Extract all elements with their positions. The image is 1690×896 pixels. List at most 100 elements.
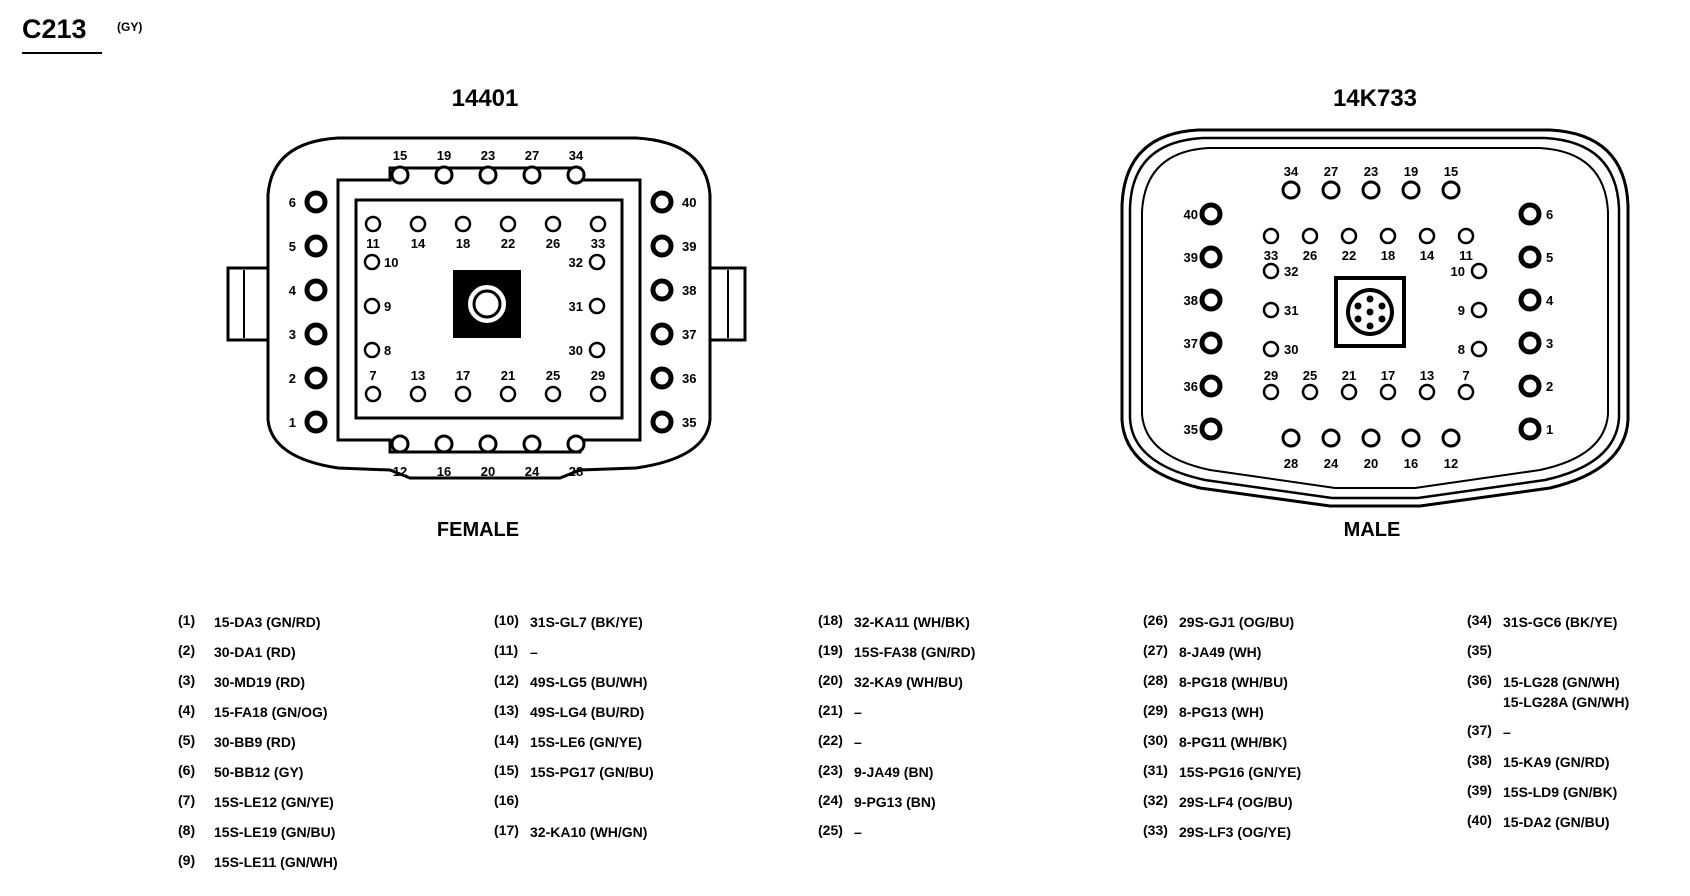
pin-label: 15 (393, 148, 407, 163)
pin-circle (650, 366, 674, 390)
pin-circle (304, 366, 328, 390)
pin-number: (29) (1143, 702, 1168, 718)
wire-code: 50-BB12 (GY) (214, 764, 304, 780)
pin-label: 31 (569, 299, 583, 314)
pin-label: 22 (1342, 248, 1356, 263)
pin-circle (588, 253, 606, 271)
pin-number: (22) (818, 732, 843, 748)
pin-number: (11) (494, 642, 519, 658)
pin-circle (1361, 180, 1381, 200)
pin-number: (25) (818, 822, 843, 838)
pin-circle (434, 434, 454, 454)
female-inner-frame (336, 166, 642, 454)
pin-label: 12 (393, 464, 407, 479)
pin-circle (1518, 417, 1542, 441)
pin-label: 19 (1404, 164, 1418, 179)
wire-code: 15S-LD9 (GN/BK) (1503, 784, 1618, 800)
pin-circle (1518, 202, 1542, 226)
pin-label: 33 (591, 236, 605, 251)
pin-number: (26) (1143, 612, 1168, 628)
pin-circle (589, 215, 607, 233)
pin-label: 29 (591, 368, 605, 383)
pin-label: 6 (289, 195, 296, 210)
pin-number: (33) (1143, 822, 1168, 838)
wire-code: 30-DA1 (RD) (214, 644, 296, 660)
pin-label: 28 (569, 464, 583, 479)
pin-label: 16 (1404, 456, 1418, 471)
pin-circle (1199, 374, 1223, 398)
pin-number: (5) (178, 732, 196, 748)
pin-label: 13 (411, 368, 425, 383)
wire-code: 15S-FA38 (GN/RD) (854, 644, 976, 660)
pin-label: 4 (289, 283, 297, 298)
pin-label: 39 (682, 239, 696, 254)
pin-label: 20 (1364, 456, 1378, 471)
pin-circle (304, 410, 328, 434)
wire-code: 15-DA3 (GN/RD) (214, 614, 321, 630)
pin-circle (1379, 227, 1397, 245)
pin-label: 15 (1444, 164, 1458, 179)
wire-code: 29S-GJ1 (OG/BU) (1179, 614, 1295, 630)
pin-number: (7) (178, 792, 196, 808)
pin-circle (1401, 428, 1421, 448)
pin-number: (39) (1467, 782, 1492, 798)
pin-number: (24) (818, 792, 843, 808)
pin-label: 14 (411, 236, 426, 251)
pin-circle (304, 278, 328, 302)
wire-code: 49S-LG5 (BU/WH) (530, 674, 648, 690)
wire-code: 15S-LE6 (GN/YE) (530, 734, 643, 750)
pin-circle (1262, 301, 1280, 319)
pin-label: 24 (525, 464, 540, 479)
pin-label: 26 (546, 236, 560, 251)
pin-number: (27) (1143, 642, 1168, 658)
wire-code: – (1503, 724, 1511, 740)
wire-code: 15-KA9 (GN/RD) (1503, 754, 1610, 770)
pin-circle (1518, 245, 1542, 269)
pin-label: 38 (682, 283, 696, 298)
wire-code: 9-JA49 (BN) (854, 764, 934, 780)
pin-label: 11 (366, 236, 380, 251)
pin-circle (1281, 428, 1301, 448)
pin-circle (1457, 227, 1475, 245)
pin-label: 18 (1381, 248, 1395, 263)
male-label: MALE (1344, 519, 1401, 541)
pin-number: (3) (178, 672, 196, 688)
pin-circle (566, 165, 586, 185)
pin-number: (35) (1467, 642, 1492, 658)
wire-code: 30-MD19 (RD) (214, 674, 306, 690)
pin-number: (13) (494, 702, 519, 718)
pin-circle (650, 278, 674, 302)
pin-circle (478, 434, 498, 454)
pin-label: 37 (1184, 336, 1198, 351)
pin-number: (1) (178, 612, 196, 628)
pin-label: 29 (1264, 368, 1278, 383)
pin-label: 32 (569, 255, 583, 270)
pin-circle (1321, 180, 1341, 200)
female-part-number: 14401 (452, 85, 519, 112)
pin-circle (1418, 227, 1436, 245)
pin-label: 21 (501, 368, 515, 383)
pin-circle (1518, 288, 1542, 312)
wire-code: 15-FA18 (GN/OG) (214, 704, 328, 720)
connector-id: C213 (22, 14, 87, 44)
connector-color: (GY) (117, 20, 143, 34)
pin-circle (650, 234, 674, 258)
pin-number: (14) (494, 732, 519, 748)
pin-circle (650, 410, 674, 434)
pin-circle (1301, 383, 1319, 401)
pin-label: 40 (1184, 207, 1198, 222)
pin-label: 1 (289, 415, 296, 430)
pin-number: (31) (1143, 762, 1168, 778)
male-shell-middle (1128, 136, 1621, 500)
female-inner-body (354, 198, 624, 420)
pin-label: 33 (1264, 248, 1278, 263)
pin-circle (650, 322, 674, 346)
pin-number: (36) (1467, 672, 1492, 688)
wire-code: 8-PG13 (WH) (1179, 704, 1264, 720)
pin-circle (1199, 417, 1223, 441)
pin-circle (1262, 383, 1280, 401)
pin-circle (363, 297, 381, 315)
pin-circle (1441, 180, 1461, 200)
